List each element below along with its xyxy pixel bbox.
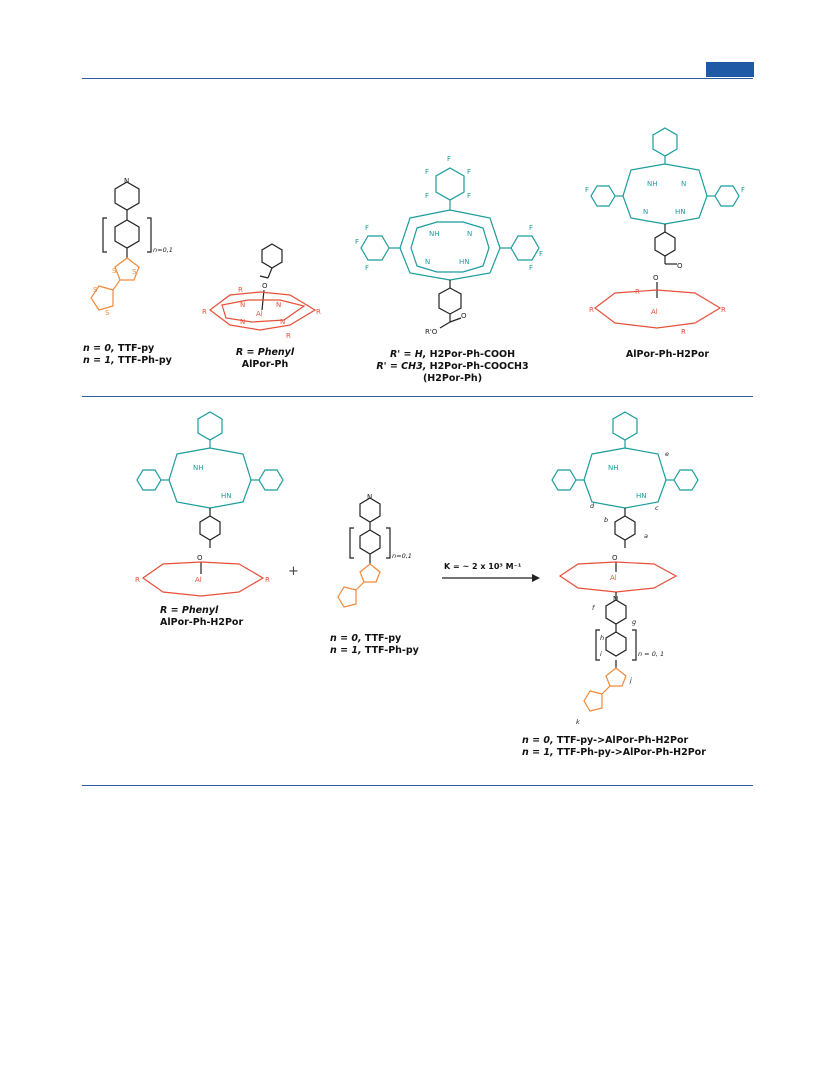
plus-sign: + [288, 564, 299, 579]
svg-text:Al: Al [610, 574, 617, 582]
svg-text:F: F [425, 192, 429, 200]
svg-text:NH: NH [429, 230, 440, 238]
alpor-ph-h2por-structure: NH HN N N F F O O Al R R R R [585, 127, 745, 336]
top-rule [82, 78, 753, 79]
svg-text:F: F [425, 168, 429, 176]
svg-text:S: S [105, 309, 110, 317]
svg-text:N: N [613, 595, 618, 603]
svg-text:N: N [367, 493, 372, 501]
svg-text:F: F [539, 250, 543, 258]
svg-text:HN: HN [459, 258, 470, 266]
svg-text:O: O [461, 312, 467, 320]
svg-text:R'O: R'O [425, 328, 438, 336]
bottom-rule [82, 785, 753, 786]
svg-text:O: O [677, 262, 683, 270]
svg-text:NH: NH [647, 180, 658, 188]
svg-text:R: R [238, 286, 243, 294]
svg-text:R: R [286, 332, 291, 340]
svg-text:Al: Al [195, 576, 202, 584]
h2por-ph-structure: FFF FF NH HN N N FFF FFF O R'O [355, 155, 543, 336]
svg-text:N: N [425, 258, 430, 266]
middle-rule [82, 396, 753, 397]
svg-text:F: F [447, 155, 451, 163]
svg-text:R: R [135, 576, 140, 584]
ttf-py-structure: N n=0,1 S S S S [90, 177, 173, 317]
svg-text:R: R [681, 328, 686, 336]
svg-text:R: R [589, 306, 594, 314]
svg-text:i: i [600, 650, 602, 658]
svg-text:S: S [93, 286, 98, 294]
svg-text:a: a [644, 532, 648, 540]
svg-text:R: R [316, 308, 321, 316]
svg-text:N: N [467, 230, 472, 238]
h2por-ph-caption: R' = H, H2Por-Ph-COOH R' = CH3, H2Por-Ph… [376, 349, 529, 384]
svg-text:N: N [280, 318, 285, 326]
svg-text:F: F [355, 238, 359, 246]
svg-text:S: S [132, 268, 137, 276]
alpor-ph-structure: O Al N N N N R R R R [202, 243, 321, 340]
svg-text:HN: HN [636, 492, 647, 500]
svg-text:R: R [635, 288, 640, 296]
middle-repeat-label: n=0,1 [392, 552, 412, 560]
svg-text:S: S [112, 267, 117, 275]
svg-text:k: k [576, 718, 580, 726]
svg-text:N: N [276, 301, 281, 309]
svg-text:F: F [529, 224, 533, 232]
svg-text:R: R [202, 308, 207, 316]
svg-text:HN: HN [221, 492, 232, 500]
svg-text:N: N [240, 301, 245, 309]
svg-text:N: N [643, 208, 648, 216]
complex-repeat-label: n = 0, 1 [638, 650, 664, 658]
svg-text:R: R [265, 576, 270, 584]
svg-text:F: F [467, 168, 471, 176]
svg-text:j: j [629, 676, 632, 684]
svg-text:F: F [365, 264, 369, 272]
svg-text:O: O [197, 554, 203, 562]
svg-text:f: f [592, 604, 596, 612]
svg-text:F: F [365, 224, 369, 232]
svg-text:F: F [467, 192, 471, 200]
complex-structure: NH HN e d c b a O Al N f g h i n = 0, 1 j… [551, 411, 699, 726]
left-alpor-ph-h2por-structure: NH HN O Al R R [135, 411, 284, 597]
middle-caption: n = 0, TTF-py n = 1, TTF-Ph-py [330, 633, 419, 656]
svg-text:HN: HN [675, 208, 686, 216]
svg-text:d: d [590, 502, 595, 510]
svg-text:N: N [240, 318, 245, 326]
svg-text:e: e [665, 450, 669, 458]
svg-text:F: F [741, 186, 745, 194]
left-caption: R = Phenyl AlPor-Ph-H2Por [160, 605, 244, 628]
svg-text:NH: NH [608, 464, 619, 472]
svg-text:O: O [612, 554, 618, 562]
alpor-ph-h2por-caption: AlPor-Ph-H2Por [625, 349, 710, 360]
svg-text:Al: Al [256, 310, 263, 318]
svg-text:F: F [529, 264, 533, 272]
svg-text:Al: Al [651, 308, 658, 316]
svg-text:N: N [124, 177, 129, 185]
svg-text:R: R [721, 306, 726, 314]
complex-caption: n = 0, TTF-py->AlPor-Ph-H2Por n = 1, TTF… [522, 735, 706, 758]
svg-text:g: g [632, 618, 636, 626]
header-tab [706, 62, 754, 77]
svg-text:NH: NH [193, 464, 204, 472]
svg-text:O: O [653, 274, 659, 282]
alpor-ph-caption: R = Phenyl AlPor-Ph [235, 347, 295, 370]
repeat-label: n=0,1 [153, 246, 173, 254]
ttf-py-caption: n = 0, TTF-py n = 1, TTF-Ph-py [83, 343, 172, 366]
middle-ttf-py-structure: N n=0,1 [337, 493, 412, 608]
svg-text:N: N [681, 180, 686, 188]
svg-text:F: F [585, 186, 589, 194]
equilibrium-constant-label: K = ~ 2 x 10³ M⁻¹ [444, 562, 522, 571]
svg-text:c: c [655, 504, 659, 512]
svg-text:b: b [604, 516, 608, 524]
svg-text:h: h [600, 634, 604, 642]
reaction-arrow [442, 574, 540, 582]
svg-text:O: O [262, 282, 268, 290]
